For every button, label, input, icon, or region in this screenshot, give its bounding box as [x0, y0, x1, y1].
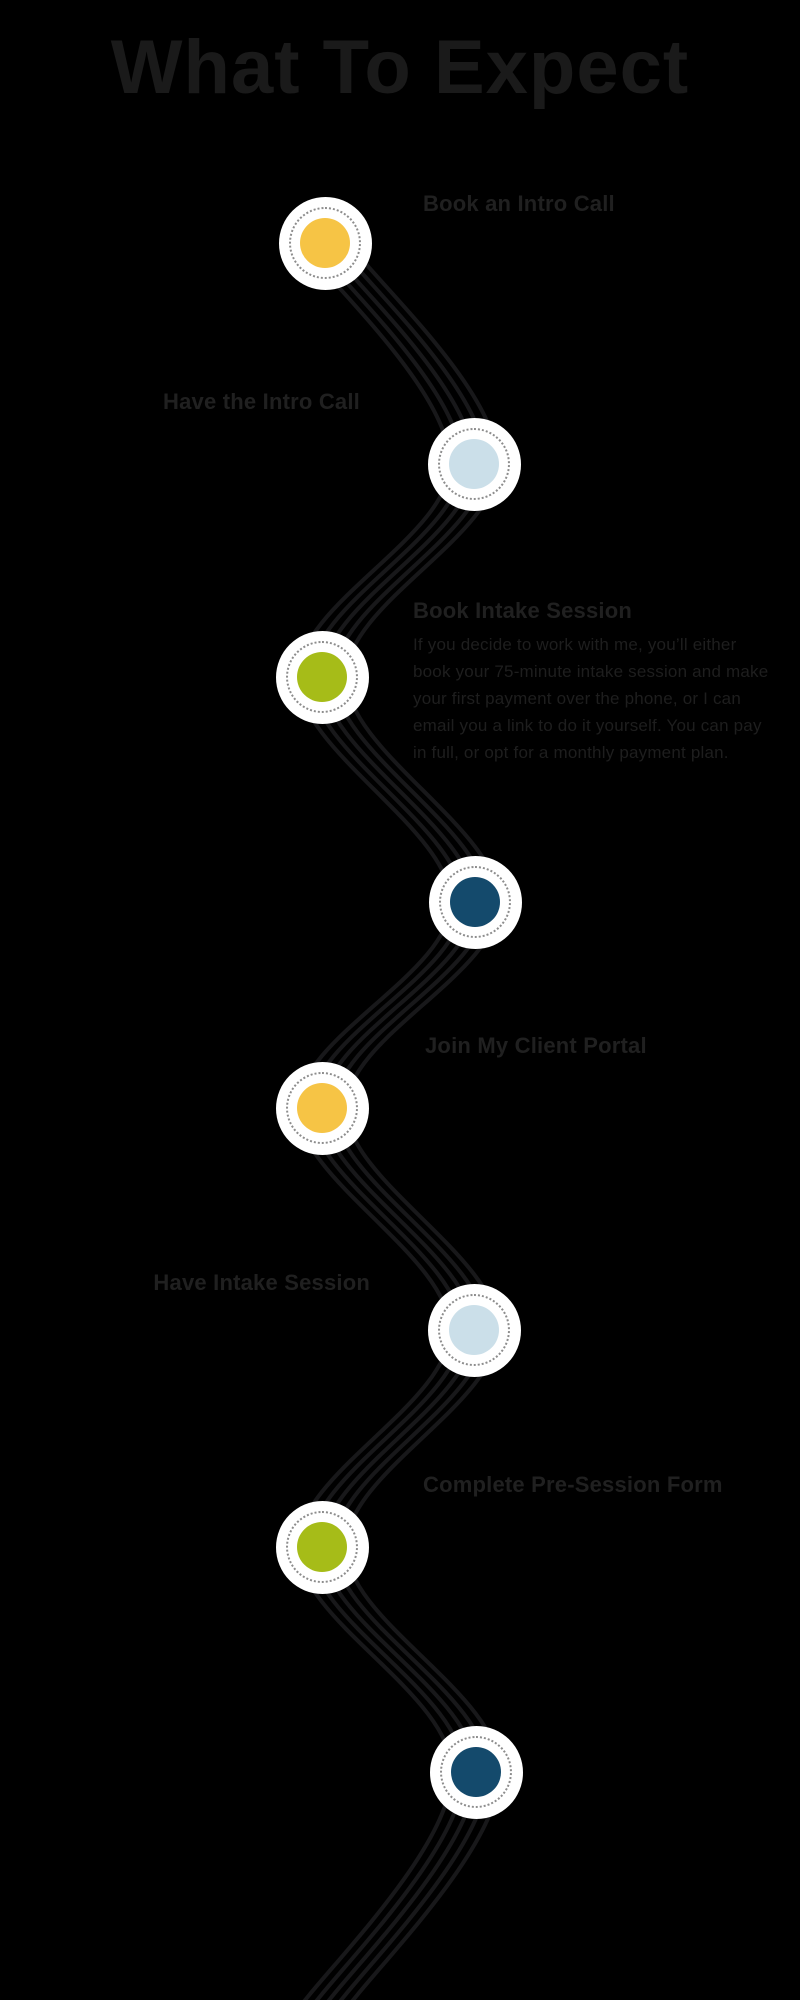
step-node-6	[427, 1283, 521, 1377]
step-dotted-ring	[438, 428, 510, 500]
step-dot	[451, 1747, 501, 1797]
step-dot	[297, 1083, 347, 1133]
step-node-3	[275, 630, 369, 724]
step-dotted-ring	[438, 1294, 510, 1366]
step-label: Have the Intro Call	[163, 389, 360, 414]
step-node-2	[427, 417, 521, 511]
step-dotted-ring	[440, 1736, 512, 1808]
step-node-4	[428, 855, 522, 949]
step-dotted-ring	[286, 1072, 358, 1144]
step-dotted-ring	[286, 641, 358, 713]
step-dot	[450, 877, 500, 927]
step-dot	[297, 652, 347, 702]
step-node-5	[275, 1061, 369, 1155]
step-label: Complete Pre-Session Form	[423, 1472, 723, 1497]
page-title: What To Expect	[110, 25, 690, 110]
step-dot	[300, 218, 350, 268]
step-node-7	[275, 1500, 369, 1594]
step-node-8	[429, 1725, 523, 1819]
step-dot	[449, 1305, 499, 1355]
step-label: Have Intake Session	[153, 1270, 370, 1295]
step-dotted-ring	[289, 207, 361, 279]
step-label: Book an Intro Call	[423, 191, 615, 216]
step-label: Join My Client Portal	[425, 1033, 647, 1058]
step-dotted-ring	[439, 866, 511, 938]
step-dotted-ring	[286, 1511, 358, 1583]
step-dot	[449, 439, 499, 489]
step-node-1	[278, 196, 372, 290]
step-description: If you decide to work with me, you’ll ei…	[413, 635, 769, 762]
step-label: Book Intake Session	[413, 598, 632, 623]
step-dot	[297, 1522, 347, 1572]
